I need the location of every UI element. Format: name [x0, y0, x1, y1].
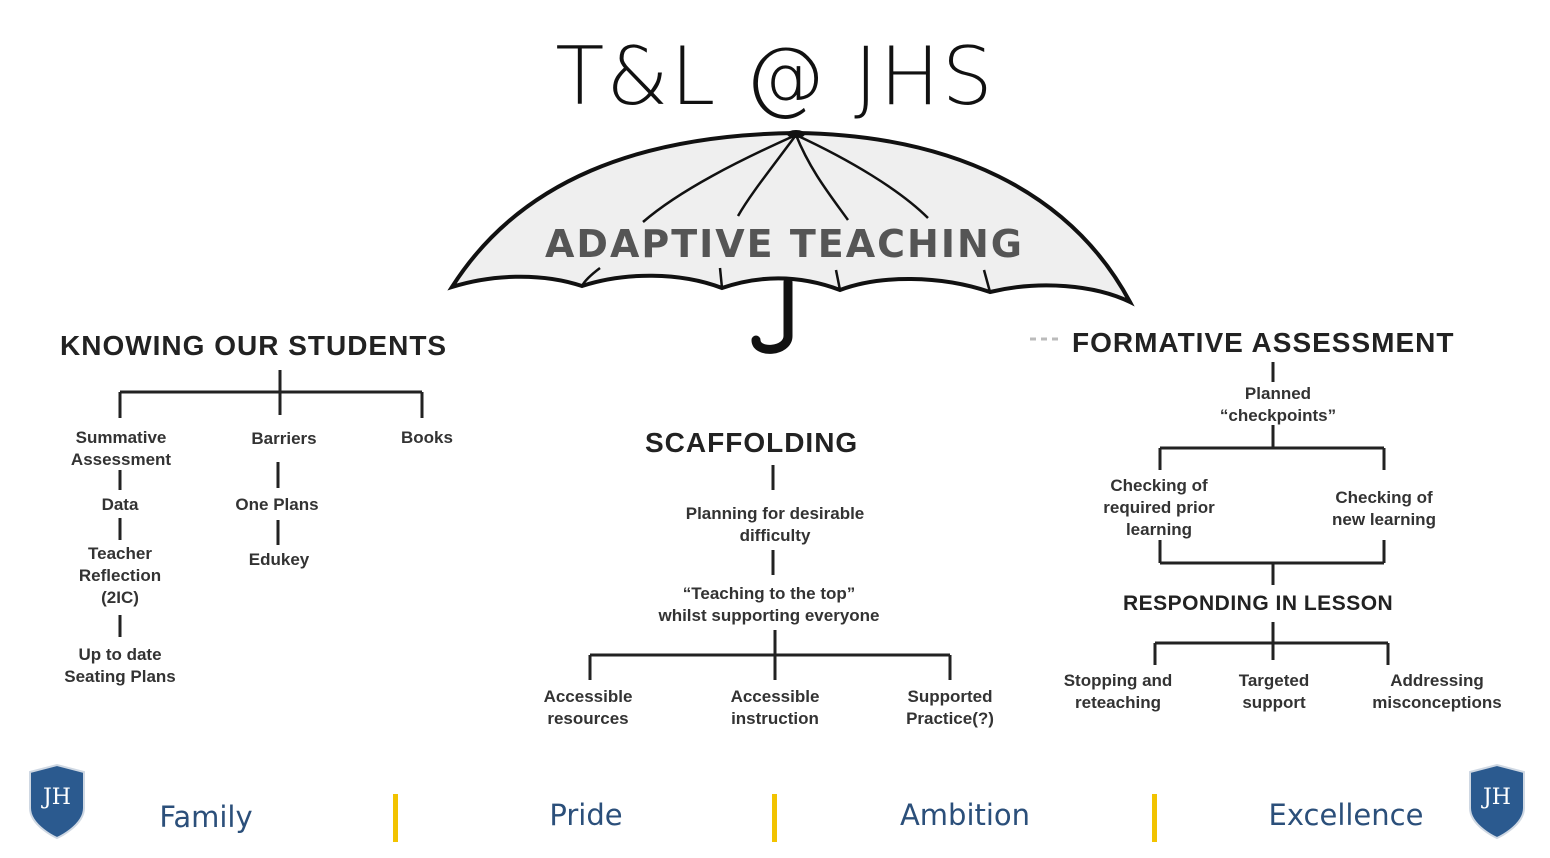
- umbrella-icon: [447, 130, 1135, 354]
- footer-value-family: Family: [159, 800, 253, 834]
- shield-icon: [29, 763, 85, 840]
- node-planning: Planning for desirable difficulty: [685, 504, 865, 545]
- node-accessible-resources: Accessible resources: [543, 687, 633, 728]
- node-misconceptions: Addressing misconceptions: [1372, 671, 1502, 712]
- umbrella-label: ADAPTIVE TEACHING: [545, 222, 1024, 266]
- node-data: Data: [101, 495, 139, 514]
- responding-heading: RESPONDING IN LESSON: [1123, 592, 1394, 615]
- node-seating: Up to date Seating Plans: [64, 645, 176, 686]
- node-prior-learning: Checking of required prior learning: [1103, 476, 1215, 539]
- footer-separator: [1152, 794, 1157, 842]
- node-barriers: Barriers: [251, 429, 317, 448]
- node-stopping: Stopping and reteaching: [1063, 671, 1173, 712]
- node-accessible-instruction: Accessible instruction: [730, 687, 820, 728]
- knowing-heading: KNOWING OUR STUDENTS: [60, 330, 448, 361]
- node-supported-practice: Supported Practice(?): [906, 687, 994, 728]
- footer-separator: [772, 794, 777, 842]
- footer-value-excellence: Excellence: [1268, 798, 1424, 832]
- formative-heading: FORMATIVE ASSESSMENT: [1072, 327, 1455, 358]
- node-edukey: Edukey: [248, 550, 310, 569]
- footer-value-pride: Pride: [549, 798, 623, 832]
- scaffolding-heading: SCAFFOLDING: [645, 427, 859, 458]
- footer-value-ambition: Ambition: [899, 798, 1031, 832]
- node-one-plans: One Plans: [235, 495, 319, 514]
- page-title: T&L @ JHS: [555, 30, 995, 123]
- node-targeted: Targeted support: [1238, 671, 1310, 712]
- node-checkpoints: Planned “checkpoints”: [1219, 384, 1337, 425]
- node-teaching-top: “Teaching to the top” whilst supporting …: [658, 584, 880, 625]
- node-teacher-reflection: Teacher Reflection (2IC): [78, 544, 162, 607]
- node-books: Books: [401, 428, 453, 447]
- school-logo-left: JH: [42, 785, 71, 810]
- shield-icon: [1469, 763, 1525, 840]
- node-new-learning: Checking of new learning: [1332, 488, 1436, 529]
- school-logo-right: JH: [1482, 785, 1511, 810]
- node-summative: Summative Assessment: [70, 428, 172, 469]
- footer-separator: [393, 794, 398, 842]
